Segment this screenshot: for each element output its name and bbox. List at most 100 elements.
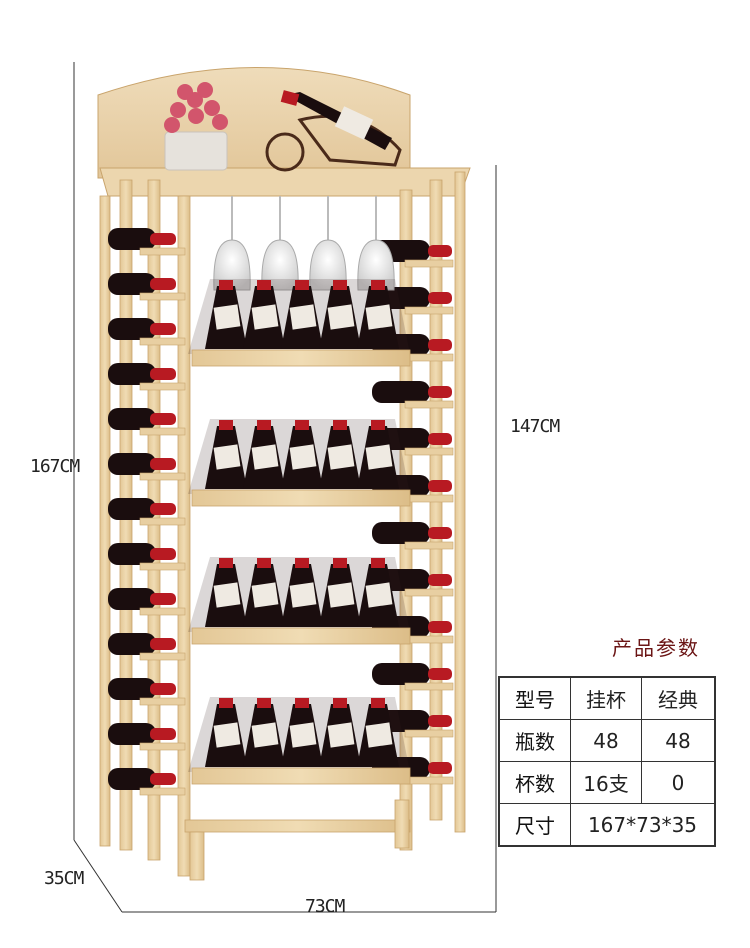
- side-slat: [404, 353, 454, 362]
- shelf-bottle-label: [327, 304, 355, 330]
- side-bottle-cap: [150, 233, 176, 245]
- shelf-bottle-cap: [219, 420, 233, 430]
- spec-row-label: 瓶数: [498, 719, 571, 762]
- side-slat: [139, 292, 186, 301]
- side-slat: [404, 729, 454, 738]
- spec-cell: 48: [641, 719, 716, 762]
- holder-wheel: [265, 132, 305, 172]
- side-bottle: [108, 588, 156, 610]
- shelf-bottle-label: [365, 444, 393, 470]
- side-bottle-cap: [428, 668, 452, 680]
- side-bottle-cap: [428, 762, 452, 774]
- side-slat: [139, 787, 186, 796]
- side-bottle-cap: [428, 527, 452, 539]
- spec-cell: 0: [641, 761, 716, 804]
- side-bottle-cap: [428, 433, 452, 445]
- base-rail: [184, 819, 411, 833]
- top-bottle-cap: [280, 90, 300, 106]
- base-leg: [189, 831, 205, 881]
- rack-post: [177, 195, 191, 877]
- shelf-bottle-label: [213, 304, 241, 330]
- side-bottle-cap: [150, 548, 176, 560]
- top-bottle-label: [334, 106, 374, 140]
- total-height-label: 167CM: [30, 456, 80, 477]
- side-bottle-cap: [150, 458, 176, 470]
- side-slat: [404, 259, 454, 268]
- side-slat: [139, 697, 186, 706]
- side-slat: [404, 588, 454, 597]
- side-slat: [139, 247, 186, 256]
- flower: [212, 114, 228, 130]
- shelf-front-rail: [191, 349, 411, 367]
- shelf-bottle-cap: [295, 280, 309, 290]
- shelf-bottle-cap: [371, 280, 385, 290]
- wine-glass: [309, 239, 347, 291]
- shelf-bottle-cap: [219, 698, 233, 708]
- side-slat: [404, 635, 454, 644]
- shelf-bottle-cap: [257, 558, 271, 568]
- shelf-bottle-cap: [257, 420, 271, 430]
- side-slat: [404, 306, 454, 315]
- base-leg: [394, 799, 410, 849]
- side-bottle-cap: [150, 278, 176, 290]
- side-bottle: [372, 522, 430, 544]
- shelf-bottle-cap: [257, 280, 271, 290]
- side-slat: [139, 742, 186, 751]
- side-slat: [404, 541, 454, 550]
- flower: [188, 108, 204, 124]
- shelf-bottle-cap: [257, 698, 271, 708]
- shelf-bottle-cap: [295, 420, 309, 430]
- side-bottle: [372, 381, 430, 403]
- spec-cell: 48: [570, 719, 642, 762]
- rack-post: [99, 195, 111, 847]
- side-bottle-cap: [150, 368, 176, 380]
- side-slat: [139, 517, 186, 526]
- shelf-bottle-cap: [295, 558, 309, 568]
- depth-label: 35CM: [44, 868, 84, 889]
- spec-row-bottles: 瓶数 48 48: [498, 719, 716, 762]
- shelf-bottle-label: [289, 444, 317, 470]
- shelf-bottle-label: [327, 582, 355, 608]
- spec-cell: 16支: [570, 761, 642, 804]
- shelf-bottle-label: [251, 304, 279, 330]
- flower: [197, 82, 213, 98]
- side-bottle: [108, 273, 156, 295]
- side-slat: [139, 427, 186, 436]
- side-bottle-cap: [428, 292, 452, 304]
- shelf-bottle-label: [251, 582, 279, 608]
- shelf-bottle-cap: [333, 698, 347, 708]
- spec-table: 型号 挂杯 经典 瓶数 48 48 杯数 16支 0 尺寸 167*73*35: [498, 676, 716, 847]
- flower: [164, 117, 180, 133]
- spec-header-row: 型号 挂杯 经典: [498, 676, 716, 720]
- side-slat: [404, 682, 454, 691]
- side-bottle-cap: [428, 339, 452, 351]
- side-bottle: [108, 678, 156, 700]
- shelf-bottle-cap: [333, 280, 347, 290]
- side-bottle: [108, 723, 156, 745]
- shelf-bottle-label: [365, 582, 393, 608]
- shelf-bottle-cap: [295, 698, 309, 708]
- side-bottle-cap: [150, 593, 176, 605]
- side-bottle: [108, 318, 156, 340]
- side-bottle: [372, 663, 430, 685]
- flower: [204, 100, 220, 116]
- side-bottle-cap: [428, 245, 452, 257]
- flower: [170, 102, 186, 118]
- shelf-bottle-label: [327, 722, 355, 748]
- side-bottle-cap: [428, 386, 452, 398]
- wine-glass: [357, 239, 395, 291]
- side-slat: [404, 776, 454, 785]
- shelf-bottle-label: [213, 444, 241, 470]
- side-bottle-cap: [150, 413, 176, 425]
- side-slat: [139, 607, 186, 616]
- side-bottle-cap: [428, 480, 452, 492]
- spec-row-size: 尺寸 167*73*35: [498, 803, 716, 847]
- shelf-front-rail: [191, 489, 411, 507]
- spec-cell-merged: 167*73*35: [570, 803, 716, 847]
- side-bottle: [108, 633, 156, 655]
- shelf-bottle-cap: [333, 420, 347, 430]
- side-slat: [139, 382, 186, 391]
- side-bottle-cap: [150, 683, 176, 695]
